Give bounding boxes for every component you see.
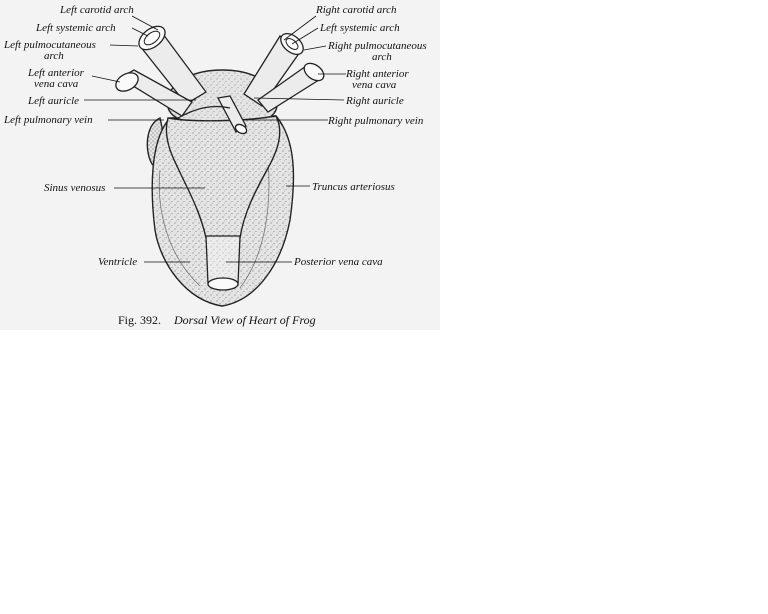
- label-right-pulmocutaneous-arch-line1: Right pulmocutaneous: [327, 40, 427, 52]
- label-right-carotid-arch: Right carotid arch: [315, 4, 397, 16]
- label-right-anterior-vena-cava-line1: Right anterior: [345, 68, 409, 80]
- heart-diagram: Left carotid arch Left systemic arch Lef…: [3, 4, 427, 327]
- label-ventricle: Ventricle: [98, 256, 137, 268]
- label-left-pulmonary-vein: Left pulmonary vein: [3, 114, 93, 126]
- leader-lines: [84, 15, 346, 263]
- label-right-pulmonary-vein: Right pulmonary vein: [327, 115, 424, 127]
- posterior-vena-cava-opening: [207, 277, 239, 291]
- label-left-anterior-vena-cava-line2: vena cava: [34, 78, 79, 90]
- label-left-systemic-arch: Left systemic arch: [35, 22, 116, 34]
- caption-title: Dorsal View of Heart of Frog: [173, 313, 316, 327]
- label-left-carotid-arch: Left carotid arch: [59, 4, 134, 16]
- caption-figure-number: Fig. 392.: [118, 313, 161, 327]
- label-posterior-vena-cava: Posterior vena cava: [293, 256, 383, 268]
- label-sinus-venosus: Sinus venosus: [44, 182, 105, 194]
- figure-panel: Left carotid arch Left systemic arch Lef…: [0, 0, 440, 330]
- label-right-anterior-vena-cava-line2: vena cava: [352, 79, 397, 91]
- label-left-pulmocutaneous-arch-line2: arch: [44, 50, 64, 62]
- label-right-systemic-arch: Left systemic arch: [319, 22, 400, 34]
- label-left-auricle: Left auricle: [27, 95, 79, 107]
- label-right-auricle: Right auricle: [345, 95, 404, 107]
- label-left-anterior-vena-cava-line1: Left anterior: [27, 67, 85, 79]
- label-left-pulmocutaneous-arch-line1: Left pulmocutaneous: [3, 39, 96, 51]
- label-truncus-arteriosus: Truncus arteriosus: [312, 181, 395, 193]
- label-right-pulmocutaneous-arch-line2: arch: [372, 51, 392, 63]
- pulmonary-vein-shape: [217, 95, 247, 133]
